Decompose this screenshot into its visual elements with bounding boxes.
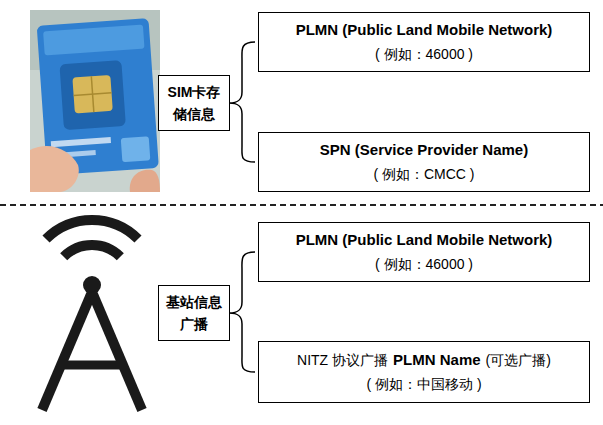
tower-icon: [42, 220, 142, 410]
box-heading: 基站信息广播: [166, 294, 222, 332]
card-band: [43, 24, 144, 55]
box-heading: PLMN Name: [393, 351, 481, 368]
chip-line: [74, 93, 112, 96]
hand: [130, 170, 160, 192]
hand: [30, 146, 79, 192]
card-print: [51, 137, 111, 147]
box-text: ( 例如：46000 ): [375, 46, 473, 62]
curly-bracket: [229, 252, 255, 372]
tower-leg: [42, 292, 92, 410]
text-line: ( 例如：CMCC ): [373, 163, 474, 185]
source-box: SIM卡存储信息: [158, 75, 230, 131]
box-heading: PLMN (Public Land Mobile Network): [296, 231, 553, 248]
info-box: PLMN (Public Land Mobile Network) ( 例如：46…: [258, 222, 590, 282]
box-text: ( 例如：中国移动 ): [366, 376, 481, 392]
box-heading: SIM卡存储信息: [168, 84, 221, 122]
box-text: NITZ 协议广播: [297, 352, 388, 368]
info-box: SPN (Service Provider Name) ( 例如：CMCC ): [258, 132, 590, 192]
text-line: 基站信息广播: [164, 291, 224, 334]
info-box: NITZ 协议广播 PLMN Name (可选广播) ( 例如：中国移动 ): [258, 341, 590, 403]
text-line: ( 例如：46000 ): [375, 43, 473, 65]
sim-cutout: [59, 60, 125, 130]
box-heading: SPN (Service Provider Name): [320, 141, 528, 158]
box-text: ( 例如：CMCC ): [373, 166, 474, 182]
text-line: ( 例如：46000 ): [375, 253, 473, 275]
sim-chip: [72, 75, 112, 114]
sim-card-photo: [30, 10, 160, 192]
photo-background: [30, 10, 160, 192]
antenna-top: [83, 276, 101, 294]
signal-wave: [64, 245, 121, 257]
signal-wave: [46, 220, 138, 239]
box-heading: PLMN (Public Land Mobile Network): [296, 21, 553, 38]
text-line: SPN (Service Provider Name): [320, 139, 528, 161]
text-line: PLMN (Public Land Mobile Network): [296, 19, 553, 41]
text-line: SIM卡存储信息: [164, 81, 224, 124]
info-box: PLMN (Public Land Mobile Network) ( 例如：46…: [258, 12, 590, 72]
text-line: NITZ 协议广播 PLMN Name (可选广播): [297, 349, 551, 371]
curly-bracket: [229, 42, 255, 162]
tower-crossbar: [60, 361, 124, 370]
text-line: ( 例如：中国移动 ): [366, 373, 481, 395]
source-box: 基站信息广播: [158, 285, 230, 341]
text-line: PLMN (Public Land Mobile Network): [296, 229, 553, 251]
box-text: (可选广播): [486, 352, 551, 368]
box-text: ( 例如：46000 ): [375, 256, 473, 272]
tower-leg: [92, 292, 142, 410]
card-print: [121, 136, 151, 162]
dashed-separator: [0, 204, 603, 206]
